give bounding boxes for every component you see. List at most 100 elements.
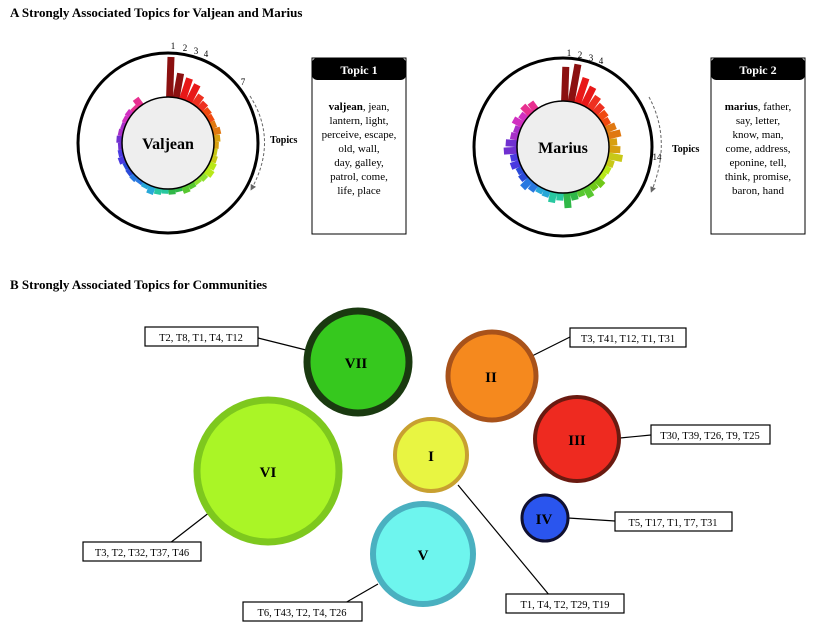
marius-topic-bar (548, 191, 558, 204)
valjean-topic-bar (213, 134, 221, 143)
topics-box-vi: T3, T2, T32, T37, T46 (82, 541, 202, 562)
topic-2-frame (710, 57, 806, 235)
marius-rank-tick-last: 14 (653, 152, 663, 162)
marius-topic-bar (520, 103, 534, 117)
valjean-topic-bar (153, 187, 163, 196)
topic-1-line-2: lantern, light, (330, 115, 389, 127)
topic-2-header (711, 58, 805, 80)
marius-topic-bar (598, 171, 608, 181)
marius-topic-bar (509, 131, 519, 141)
topic-2-bold-word: marius (725, 101, 759, 113)
community-v-circle (370, 501, 476, 607)
marius-name: Marius (538, 140, 588, 157)
topics-box-iv-frame (614, 511, 733, 532)
community-iii-label: III (568, 433, 586, 449)
marius-topic-bar (604, 122, 617, 134)
topics-box-iii-frame (650, 424, 771, 445)
topic-2-line-2: say, letter, (736, 115, 781, 127)
topics-box-iv: T5, T17, T1, T7, T31 (614, 511, 733, 532)
community-i-label: I (428, 449, 434, 465)
marius-inner-circle (516, 100, 610, 194)
topic-2-line-6: think, promise, (725, 171, 792, 183)
connector-vii (257, 337, 311, 352)
marius-topic-bar (520, 177, 534, 191)
valjean-topic-bar (161, 188, 169, 194)
valjean-topic-bar (185, 83, 201, 104)
community-iv: IV (520, 493, 570, 543)
marius-topic-bar (605, 158, 615, 168)
topic-1-line-4: old, wall, (338, 143, 379, 155)
connector-iii (619, 434, 652, 439)
topic-1-header (312, 58, 406, 80)
valjean-topic-bar (166, 56, 175, 98)
connector-vi (169, 511, 211, 544)
community-v-label: V (418, 548, 429, 564)
topic-1-line-7: life, place (337, 185, 380, 197)
valjean-topic-bars (116, 56, 222, 196)
marius-topic-bar (582, 185, 595, 199)
marius-topic-bar (580, 85, 597, 108)
marius-topic-bar (509, 153, 519, 162)
valjean-topic-bar (198, 172, 209, 182)
valjean-topic-bar (140, 181, 150, 190)
topics-box-vii-text: T2, T8, T1, T4, T12 (159, 333, 243, 344)
topics-box-v-frame (242, 601, 363, 622)
connector-iv (567, 517, 616, 522)
topics-box-iii: T30, T39, T26, T9, T25 (650, 424, 771, 445)
marius-rank-tick-4: 4 (599, 56, 604, 66)
valjean-rank-tick-4: 4 (204, 49, 209, 59)
marius-rank-tick-1: 1 (567, 48, 572, 58)
valjean-topic-bar (168, 188, 176, 195)
valjean-topic-bar (120, 122, 127, 130)
topics-box-ii: T3, T41, T12, T1, T31 (569, 327, 687, 348)
valjean-topic-bar (135, 177, 144, 186)
topic-2-line-4: come, address, (725, 143, 790, 155)
marius-topic-bar (608, 145, 621, 154)
community-vi-label: VI (260, 465, 277, 481)
marius-topic-bar (505, 139, 518, 148)
community-ii: II (445, 329, 539, 423)
community-v: V (370, 501, 476, 607)
valjean-topics-label: Topics (270, 135, 298, 146)
topics-box-ii-frame (569, 327, 687, 348)
community-vii: VII (303, 307, 413, 417)
marius-topic-bar (569, 191, 579, 201)
marius-radial-chart: Marius 1 2 3 4 14 Topics (472, 48, 700, 238)
community-i: I (393, 417, 469, 493)
topics-box-iv-text: T5, T17, T1, T7, T31 (628, 518, 717, 529)
topic-1-line-6: patrol, come, (330, 171, 388, 183)
topics-box-v: T6, T43, T2, T4, T26 (242, 601, 363, 622)
valjean-rank-tick-last: 7 (241, 77, 246, 87)
marius-topic-bar (607, 152, 623, 162)
valjean-topic-bar (146, 185, 156, 195)
connector-ii (531, 336, 571, 357)
valjean-topic-bar (211, 126, 222, 136)
community-iv-circle (520, 493, 570, 543)
topics-box-iii-text: T30, T39, T26, T9, T25 (660, 431, 760, 442)
marius-topic-bar (608, 138, 618, 147)
community-vi-circle (193, 396, 343, 546)
valjean-topic-bar (125, 167, 134, 177)
marius-topic-bar (556, 192, 564, 201)
marius-topic-bar (586, 94, 601, 112)
valjean-topic-bar (129, 173, 139, 183)
marius-topic-bar (509, 159, 522, 170)
valjean-topic-bar (122, 162, 130, 171)
topics-box-i: T1, T4, T2, T29, T19 (505, 593, 625, 614)
valjean-name: Valjean (142, 136, 194, 153)
community-ii-label: II (485, 370, 497, 386)
topic-2-line-7: baron, hand (732, 185, 784, 197)
topic-2-title: Topic 2 (739, 63, 776, 77)
valjean-topic-bar (124, 108, 134, 118)
valjean-topic-bar (213, 141, 219, 149)
valjean-rank-tick-3: 3 (194, 46, 199, 56)
valjean-topic-bar (193, 177, 202, 186)
valjean-radial-chart: Valjean 1 2 3 4 7 Topics (76, 41, 298, 235)
topic-2-line-1: marius, father, (725, 101, 792, 113)
topics-box-vi-frame (82, 541, 202, 562)
topics-box-vii-frame (144, 326, 259, 347)
valjean-topic-bar (172, 72, 185, 99)
valjean-topic-bar (121, 115, 130, 124)
topic-1-bold-word: valjean (329, 101, 363, 113)
